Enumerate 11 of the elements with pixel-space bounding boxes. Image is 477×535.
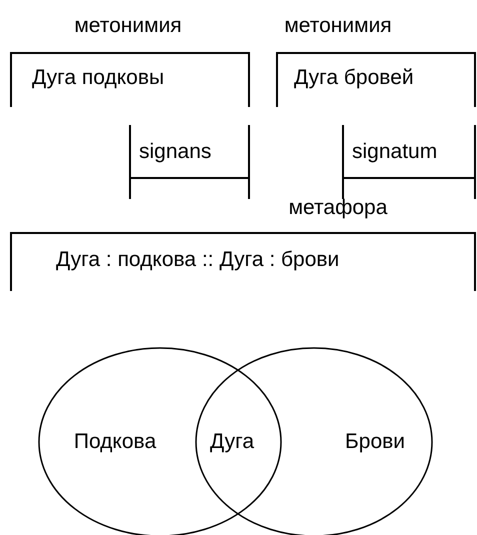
heading-label: метафора — [288, 196, 388, 220]
frame-text: Дуга : подкова :: Дуга : брови — [56, 248, 340, 272]
set-label: Брови — [344, 430, 406, 454]
frame-text: Дуга подковы — [32, 66, 164, 90]
frame-text: Дуга бровей — [294, 66, 414, 90]
heading-label: метонимия — [74, 14, 182, 38]
heading-label: метонимия — [284, 14, 392, 38]
intersection-label: Дуга — [210, 430, 254, 454]
frame-text: signatum — [352, 140, 438, 164]
set-label: Подкова — [74, 430, 156, 454]
frame-text: signans — [139, 140, 212, 164]
